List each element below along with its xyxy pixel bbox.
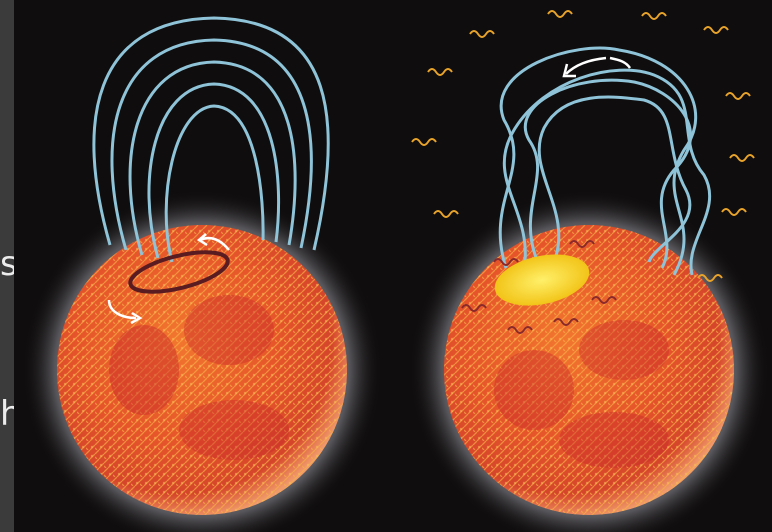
sunspot-region [494,350,574,430]
right-sun-group [409,11,769,532]
left-sun-group [22,18,382,532]
sunspot-region [109,325,179,415]
solar-flare-illustration [14,0,772,532]
rotation-arrow [610,58,630,68]
sunspot-region [579,320,669,380]
sun-granulation [57,225,347,515]
sunspot-region [184,295,274,365]
sunspot-region [559,412,669,468]
sunspot-region [179,400,289,460]
